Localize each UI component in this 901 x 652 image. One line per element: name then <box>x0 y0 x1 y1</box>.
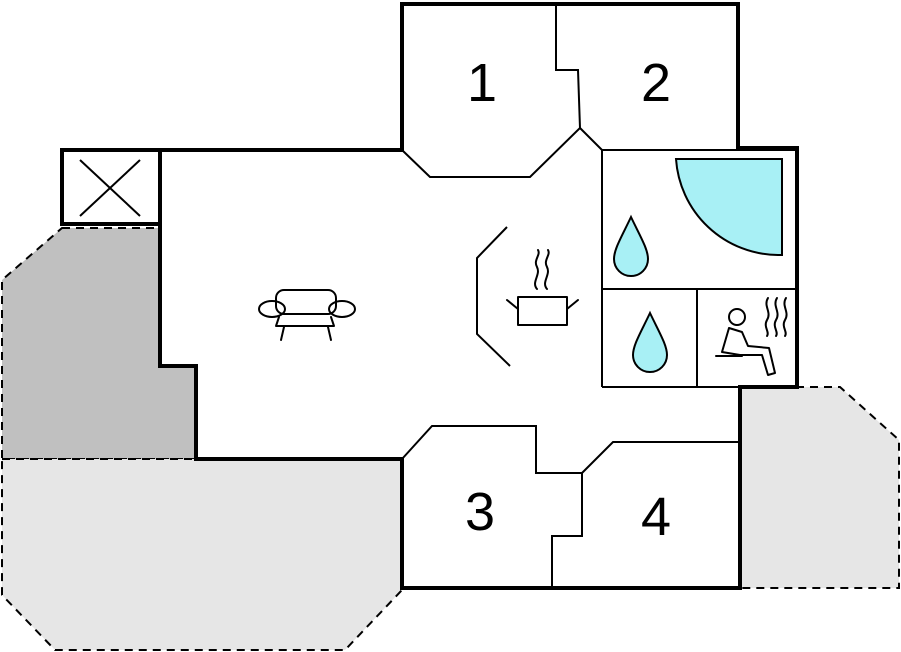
water-drop-icon-2 <box>631 310 669 373</box>
chimney <box>60 148 162 226</box>
bathtub-icon <box>674 158 783 256</box>
terrace-left-covered <box>1 227 197 460</box>
terrace-bottom <box>0 458 403 651</box>
room-4-label: 4 <box>641 487 671 547</box>
room-1-label: 1 <box>467 53 497 113</box>
sauna-icon <box>715 297 788 376</box>
room-4-wall <box>581 441 740 474</box>
room-3-label: 3 <box>465 482 495 542</box>
terrace-right <box>739 386 900 589</box>
sofa-icon <box>258 289 356 341</box>
kitchen-counter <box>476 226 511 367</box>
water-drop-icon <box>612 214 650 277</box>
room-2-label: 2 <box>641 53 671 113</box>
room-3-wall <box>401 425 583 588</box>
cooking-pot-icon <box>506 249 579 326</box>
wet-area-walls <box>601 150 797 388</box>
